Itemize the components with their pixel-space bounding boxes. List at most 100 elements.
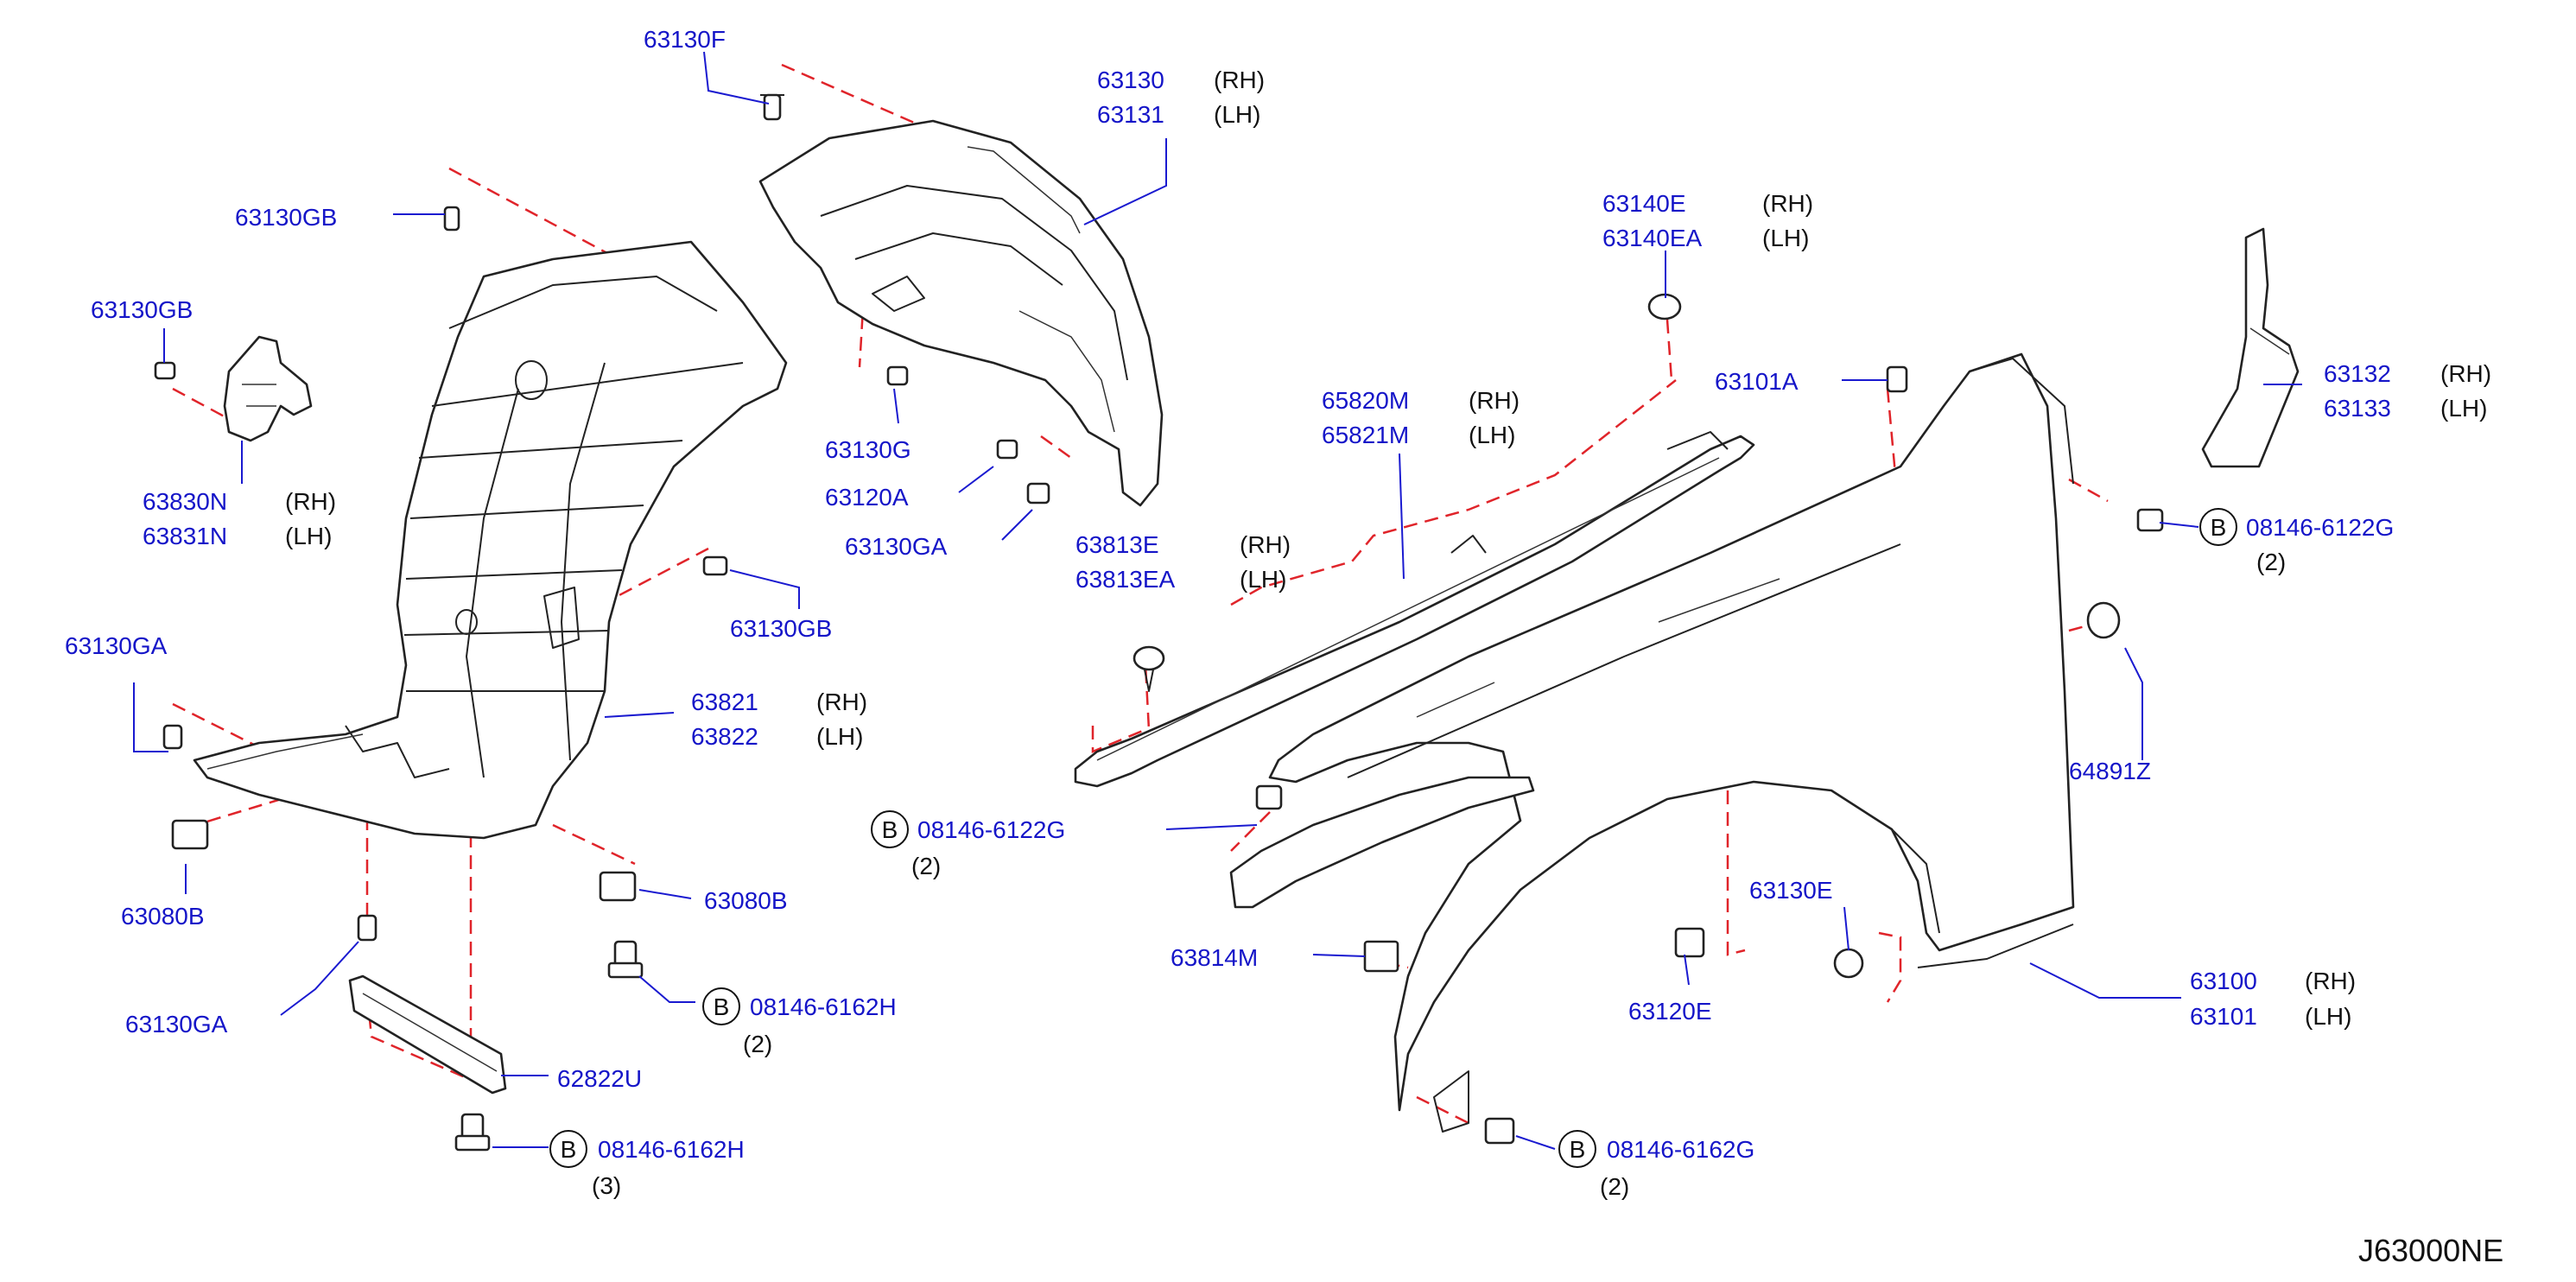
bolt-08146-6162g-glyph	[1484, 1117, 1515, 1145]
label-64891z: 64891Z	[2069, 758, 2151, 784]
clip-63130ga-glyph-c	[357, 914, 378, 942]
label-63130e: 63130E	[1749, 877, 1833, 904]
nut-63080b-glyph-a	[171, 819, 209, 850]
clip-63120a-glyph	[996, 439, 1018, 460]
bolt-prefix-b: B	[714, 993, 730, 1020]
side-lh-63140ea: (LH)	[1762, 225, 1809, 251]
side-rh-63140e: (RH)	[1762, 190, 1813, 217]
clip-63101a-glyph	[1886, 365, 1908, 393]
clip-63130ga-glyph-b	[162, 724, 183, 750]
bolt-callout-08146-6162g: B 08146-6162G (2)	[1558, 1130, 1754, 1200]
fender-protector-upper-illustration	[758, 119, 1164, 507]
bolt-prefix-b: B	[882, 816, 898, 843]
label-63822: 63822	[691, 723, 758, 750]
label-63130gb-a: 63130GB	[235, 204, 337, 231]
label-63130ga-b: 63130GA	[65, 632, 168, 659]
fender-seal-rear-illustration	[2201, 227, 2300, 468]
label-63130: 63130	[1097, 67, 1164, 93]
bolt-08146-6122g-glyph-a	[1255, 784, 1283, 810]
nut-63120e-glyph	[1674, 927, 1705, 958]
bolt-callout-08146-6162h-upper: B 08146-6162H (2)	[702, 987, 897, 1057]
bolt-callout-08146-6122g-left: B 08146-6122G (2)	[871, 810, 1065, 879]
bolt-08146-6162h-glyph-a	[607, 940, 644, 979]
label-63140e: 63140E	[1602, 190, 1686, 217]
label-63130gb-c: 63130GB	[730, 615, 832, 642]
bolt-part-number: 08146-6162H	[750, 993, 897, 1020]
label-63080b-b: 63080B	[704, 887, 788, 914]
label-63831n: 63831N	[143, 523, 227, 549]
side-lh-63831n: (LH)	[285, 523, 332, 549]
side-lh-63822: (LH)	[816, 723, 863, 750]
fender-lower-strip-illustration	[1229, 776, 1535, 909]
label-63130ga-a: 63130GA	[845, 533, 948, 560]
fender-seal-strip-illustration	[1074, 431, 1755, 788]
bracket-62822u-illustration	[348, 974, 507, 1095]
side-lh-63131: (LH)	[1214, 101, 1260, 128]
bolt-callouts: B 08146-6122G (2) B 08146-6122G (2) B 08…	[549, 508, 2394, 1200]
label-63100: 63100	[2190, 968, 2257, 994]
clip-63130gb-glyph-c	[702, 555, 728, 576]
label-63140ea: 63140EA	[1602, 225, 1703, 251]
bolt-qty: (3)	[592, 1172, 621, 1199]
nut-63080b-glyph-b	[599, 871, 637, 902]
clip-63130e-glyph	[1833, 948, 1864, 979]
label-63130ga-c: 63130GA	[125, 1011, 228, 1038]
label-63813e: 63813E	[1075, 531, 1159, 558]
label-63101a: 63101A	[1715, 368, 1799, 395]
clip-63130ga-glyph-a	[1026, 482, 1050, 505]
bolt-prefix-b: B	[2211, 514, 2227, 541]
side-rh-65820m: (RH)	[1469, 387, 1520, 414]
bolt-part-number: 08146-6162H	[598, 1136, 745, 1163]
bolt-08146-6162h-glyph-b	[454, 1113, 491, 1152]
label-63101: 63101	[2190, 1003, 2257, 1030]
label-63080b-a: 63080B	[121, 903, 205, 930]
label-63120a: 63120A	[825, 484, 909, 511]
bolt-part-number: 08146-6122G	[917, 816, 1065, 843]
front-fender-illustration	[1268, 352, 2075, 1133]
label-62822u: 62822U	[557, 1065, 642, 1092]
label-65820m: 65820M	[1322, 387, 1409, 414]
bolt-callout-08146-6162h-lower: B 08146-6162H (3)	[549, 1130, 745, 1199]
bolt-qty: (2)	[1600, 1173, 1629, 1200]
label-63131: 63131	[1097, 101, 1164, 128]
bolt-prefix-b: B	[561, 1136, 577, 1163]
diagram-code: J63000NE	[2358, 1233, 2503, 1268]
label-63132: 63132	[2324, 360, 2391, 387]
fender-protector-main-illustration	[193, 240, 788, 840]
bolt-qty: (2)	[911, 853, 941, 879]
bolt-part-number: 08146-6122G	[2246, 514, 2394, 541]
bolt-qty: (2)	[2256, 549, 2286, 575]
fastener-glyphs	[154, 93, 2164, 1152]
part-labels: 63130F 63130 (RH) 63131 (LH) 63130GB 631…	[65, 26, 2491, 1092]
side-rh-63830n: (RH)	[285, 488, 336, 515]
label-65821m: 65821M	[1322, 422, 1409, 448]
side-lh-65821m: (LH)	[1469, 422, 1515, 448]
bolt-prefix-b: B	[1570, 1136, 1586, 1163]
side-rh-63130: (RH)	[1214, 67, 1265, 93]
label-63130gb-b: 63130GB	[91, 296, 193, 323]
bolt-qty: (2)	[743, 1031, 772, 1057]
clip-63130g-glyph	[886, 365, 909, 386]
side-lh-63133: (LH)	[2440, 395, 2487, 422]
side-rh-63132: (RH)	[2440, 360, 2491, 387]
side-lh-63813ea: (LH)	[1240, 566, 1286, 593]
bolt-08146-6122g-glyph-b	[2136, 508, 2164, 532]
label-63120e: 63120E	[1628, 998, 1712, 1025]
clip-63813e-glyph	[1133, 645, 1165, 692]
label-63830n: 63830N	[143, 488, 227, 515]
bolt-part-number: 08146-6162G	[1607, 1136, 1754, 1163]
label-63813ea: 63813EA	[1075, 566, 1176, 593]
label-63821: 63821	[691, 689, 758, 715]
plug-64891z-glyph	[2086, 601, 2121, 639]
side-rh-63813e: (RH)	[1240, 531, 1291, 558]
clip-63130gb-glyph-b	[154, 361, 176, 380]
label-63814m: 63814M	[1171, 944, 1258, 971]
label-63130f: 63130F	[644, 26, 726, 53]
leader-lines	[133, 51, 2302, 1150]
clip-63130f-glyph	[760, 93, 784, 121]
clip-63130gb-glyph-a	[443, 206, 460, 232]
side-rh-63821: (RH)	[816, 689, 867, 715]
label-63130g: 63130G	[825, 436, 911, 463]
side-lh-63101: (LH)	[2305, 1003, 2351, 1030]
